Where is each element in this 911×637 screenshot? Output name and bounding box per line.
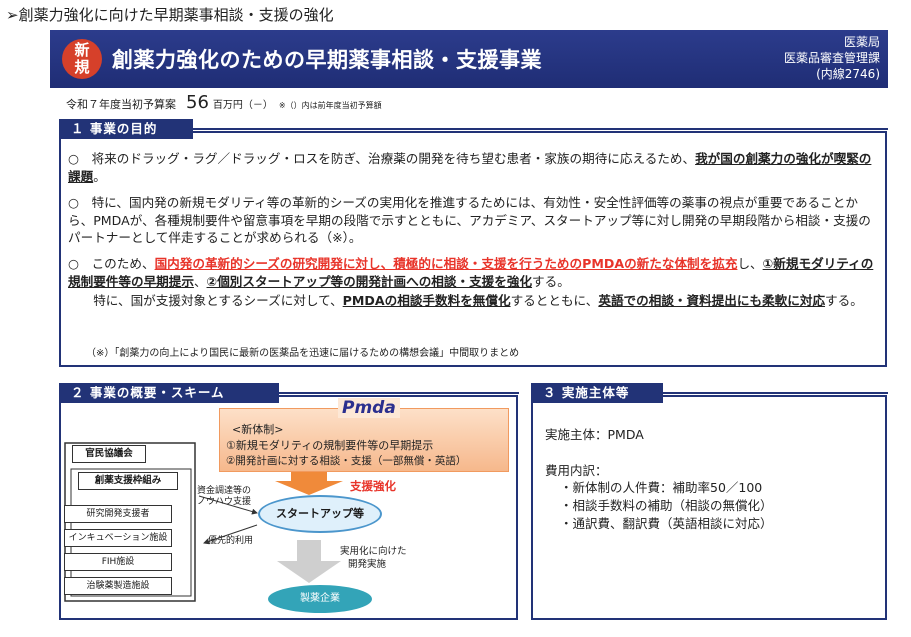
page-heading: ➢創薬力強化に向けた早期薬事相談・支援の強化 xyxy=(6,6,334,24)
dept-line2: 医薬品審査管理課 xyxy=(783,51,880,65)
practical-line2: 開発実施 xyxy=(348,559,387,570)
p4-end: する。 xyxy=(825,293,863,308)
section1-rule xyxy=(190,128,888,130)
framework-label: 創薬支援枠組み xyxy=(78,472,178,490)
purpose-paragraph-4: 特に、国が支援対象とするシーズに対して、PMDAの相談手数料を無償化するとともに… xyxy=(68,292,880,310)
p3-emphasis-2: ②個別スタートアップ等の開発計画への相談・支援を強化 xyxy=(206,273,533,289)
purpose-box xyxy=(59,131,887,367)
p4-text: 特に、国が支援対象とするシーズに対して、 xyxy=(93,293,343,308)
cost-title: 費用内訳： xyxy=(545,463,608,478)
funding-line2: ノウハウ支援 xyxy=(197,497,252,507)
p3-text: ○ このため、 xyxy=(68,256,155,271)
council-label: 官民協議会 xyxy=(72,445,146,463)
department-info: 医薬局 医薬品審査管理課 (内線2746) xyxy=(784,34,880,82)
new-system-title: <新体制> xyxy=(232,423,284,436)
purpose-paragraph-3: ○ このため、国内発の革新的シーズの研究開発に対し、積極的に相談・支援を行うため… xyxy=(68,255,880,290)
section2-rule xyxy=(276,392,519,394)
pharma-ellipse: 製薬企業 xyxy=(268,585,372,613)
p4-join: するとともに、 xyxy=(510,293,599,308)
scheme-box xyxy=(59,395,518,620)
purpose-paragraph-2: ○ 特に、国内発の新規モダリティ等の革新的シーズの実用化を推進するためには、有効… xyxy=(68,195,871,245)
new-badge: 新 規 xyxy=(62,39,102,79)
startup-ellipse: スタートアップ等 xyxy=(258,495,382,533)
org-fih: FIH施設 xyxy=(64,553,172,571)
org-rd-supporter: 研究開発支援者 xyxy=(64,505,172,523)
p1-emphasis: 我が国の創薬力の強化が喫緊の課題 xyxy=(68,151,872,184)
implementer: 実施主体：PMDA xyxy=(545,427,644,442)
cost-item-2: ・相談手数料の補助（相談の無償化） xyxy=(560,498,773,513)
org-incubation: インキュベーション施設 xyxy=(64,529,172,547)
section3-rule xyxy=(660,392,888,394)
funding-arrow xyxy=(198,495,258,515)
p3-join: し、 xyxy=(737,256,763,271)
implementer-box xyxy=(531,395,887,620)
purpose-paragraph-1: ○ 将来のドラッグ・ラグ／ドラッグ・ロスを防ぎ、治療薬の開発を待ち望む患者・家族… xyxy=(68,150,880,185)
priority-arrow xyxy=(203,524,258,545)
practical-line1: 実用化に向けた xyxy=(340,546,407,557)
dept-line3: (内線2746) xyxy=(816,67,880,81)
budget-note: ※（）内は前年度当初予算額 xyxy=(278,101,382,110)
priority-use-label: 優先的利用 xyxy=(208,536,254,546)
p4-emphasis-1: PMDAの相談手数料を無償化 xyxy=(342,293,511,308)
cost-item-3: ・通訳費、翻訳費（英語相談に対応） xyxy=(560,516,773,531)
badge-line1: 新 xyxy=(74,41,90,59)
support-arrow xyxy=(275,470,343,495)
funding-line1: 資金調達等の xyxy=(197,486,252,496)
practical-arrow xyxy=(277,540,341,583)
p3-red-emphasis: 国内発の革新的シーズの研究開発に対し、積極的に相談・支援を行うためのPMDAの新… xyxy=(154,256,738,271)
new-system-box: <新体制> ①新規モダリティの規制要件等の早期提示 ②開発計画に対する相談・支援… xyxy=(219,408,509,472)
section1-label: １ 事業の目的 xyxy=(59,119,193,139)
banner-title: 創薬力強化のための早期薬事相談・支援事業 xyxy=(112,48,542,72)
practical-label: 実用化に向けた 開発実施 xyxy=(340,545,407,571)
section3-label: ３ 実施主体等 xyxy=(531,383,663,403)
funding-support-label: 資金調達等の ノウハウ支援 xyxy=(197,486,251,508)
new-system-item-2: ②開発計画に対する相談・支援（一部無償・英語） xyxy=(226,455,467,467)
badge-line2: 規 xyxy=(74,58,90,76)
p3-emphasis-1: ①新規モダリティの規制要件等の早期提示 xyxy=(68,256,874,289)
title-banner: 新 規 創薬力強化のための早期薬事相談・支援事業 医薬局 医薬品審査管理課 (内… xyxy=(50,30,888,88)
budget-amount: 56 xyxy=(186,92,209,113)
p3-end: する。 xyxy=(532,273,570,289)
new-system-item-1: ①新規モダリティの規制要件等の早期提示 xyxy=(226,439,434,452)
cost-item-1: ・新体制の人件費：補助率50／100 xyxy=(560,480,763,495)
purpose-footnote: （※）「創薬力の向上により国民に最新の医薬品を迅速に届けるための構想会議」中間取… xyxy=(86,348,520,359)
dept-line1: 医薬局 xyxy=(843,35,880,49)
p4-emphasis-2: 英語での相談・資料提出にも柔軟に対応 xyxy=(598,293,826,308)
pmda-logo: Pmda xyxy=(338,398,400,418)
p1-end: 。 xyxy=(93,168,106,184)
budget-label: 令和７年度当初予算案 xyxy=(66,98,176,111)
section2-label: ２ 事業の概要・スキーム xyxy=(59,383,279,403)
support-label: 支援強化 xyxy=(350,479,396,493)
org-trial-drug-manufacturing: 治験薬製造施設 xyxy=(64,577,172,595)
p1-text: ○ 将来のドラッグ・ラグ／ドラッグ・ロスを防ぎ、治療薬の開発を待ち望む患者・家族… xyxy=(68,151,696,166)
budget-unit: 百万円（－） xyxy=(212,100,273,111)
p3-comma: 、 xyxy=(193,273,207,289)
